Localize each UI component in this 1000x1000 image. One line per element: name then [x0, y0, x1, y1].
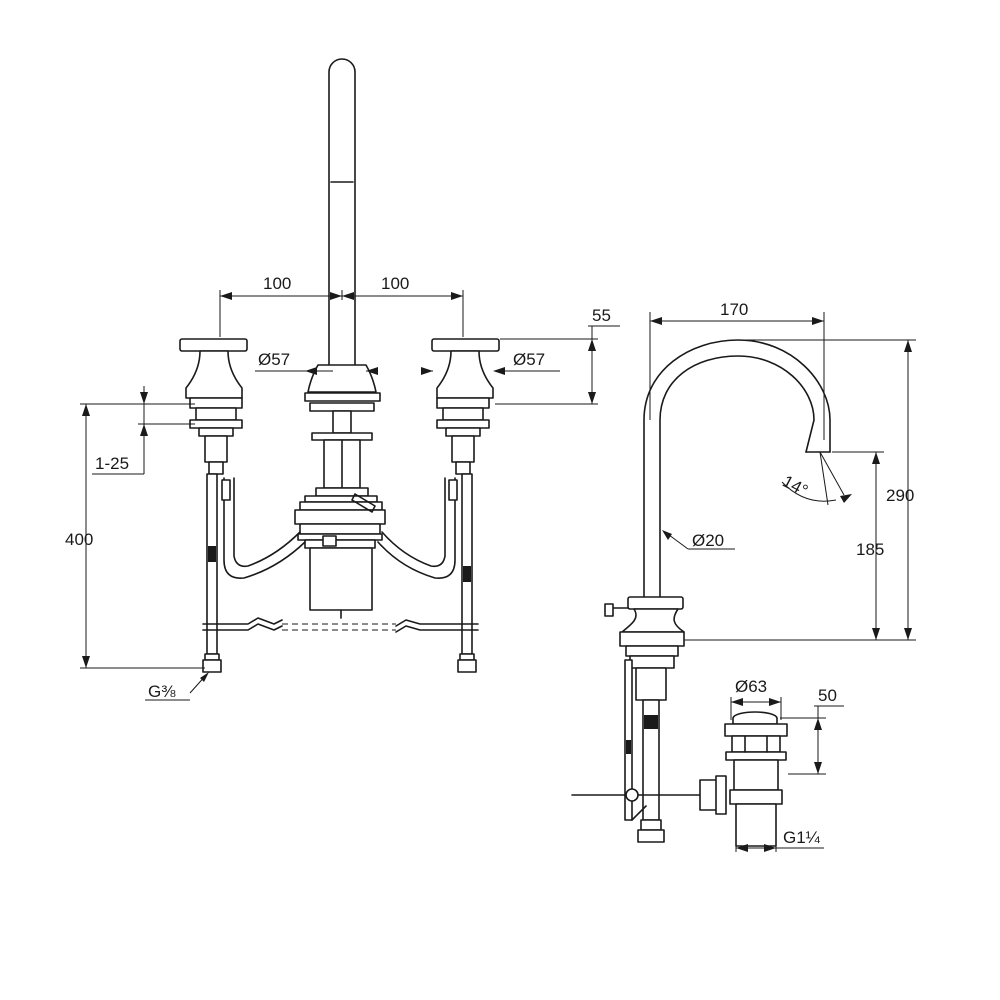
front-waste-body: [294, 487, 386, 619]
dim-spout-angle-label: 14°: [779, 472, 811, 501]
front-handle-right: [431, 338, 500, 475]
dim-outlet-height: [832, 451, 884, 640]
front-spout: [328, 58, 356, 366]
dim-handle-height-label: 55: [592, 306, 611, 325]
dim-handle-height: [495, 325, 620, 405]
dim-spout-angle: [781, 451, 852, 506]
dim-handle-left-dia: Ø57: [258, 350, 290, 369]
dim-waste-dia-label: Ø63: [735, 677, 767, 696]
dim-total-depth: 400: [65, 530, 93, 549]
dim-total-height: [684, 339, 916, 641]
side-connection-nut: [631, 805, 665, 843]
dim-spacing-right: 100: [381, 274, 409, 293]
side-waste-linkage: [571, 775, 727, 815]
dim-spout-reach-label: 170: [720, 300, 748, 319]
dim-waste-thread: [735, 844, 824, 852]
side-spout-base: [604, 596, 685, 821]
front-connection-nuts: [202, 653, 477, 673]
front-mounting-rods: [206, 473, 473, 655]
dim-depth: [80, 386, 205, 669]
dim-handle-dia: [255, 367, 560, 375]
dim-spout-reach: [649, 312, 825, 440]
front-mounting-bracket: [202, 617, 479, 633]
side-waste-assembly: [724, 711, 788, 847]
dim-spacing: [219, 290, 464, 337]
front-mixing-hose: [223, 477, 456, 579]
side-view: 14° Ø20: [571, 300, 916, 852]
dim-spout-dia: Ø20: [692, 531, 724, 550]
dim-outlet-height-label: 185: [856, 540, 884, 559]
dim-waste-thread-label: G1¼: [783, 828, 821, 847]
dim-waste-height: [780, 705, 844, 775]
dim-waste-height-label: 50: [818, 686, 837, 705]
front-view: 100 100 Ø57 Ø57 55: [65, 58, 620, 701]
dim-total-height-label: 290: [886, 486, 914, 505]
dim-spacing-left: 100: [263, 274, 291, 293]
dim-deck-thickness: 1-25: [95, 454, 129, 473]
dim-connection-leader: [145, 672, 209, 701]
front-spout-base: [304, 364, 381, 489]
dim-connection-thread: G⅜: [148, 682, 176, 701]
front-handle-left: [179, 338, 248, 475]
dim-spout-dia-leader: [662, 530, 735, 550]
dim-waste-dia: [730, 697, 782, 720]
side-spout: [643, 339, 831, 599]
dim-handle-right-dia: Ø57: [513, 350, 545, 369]
